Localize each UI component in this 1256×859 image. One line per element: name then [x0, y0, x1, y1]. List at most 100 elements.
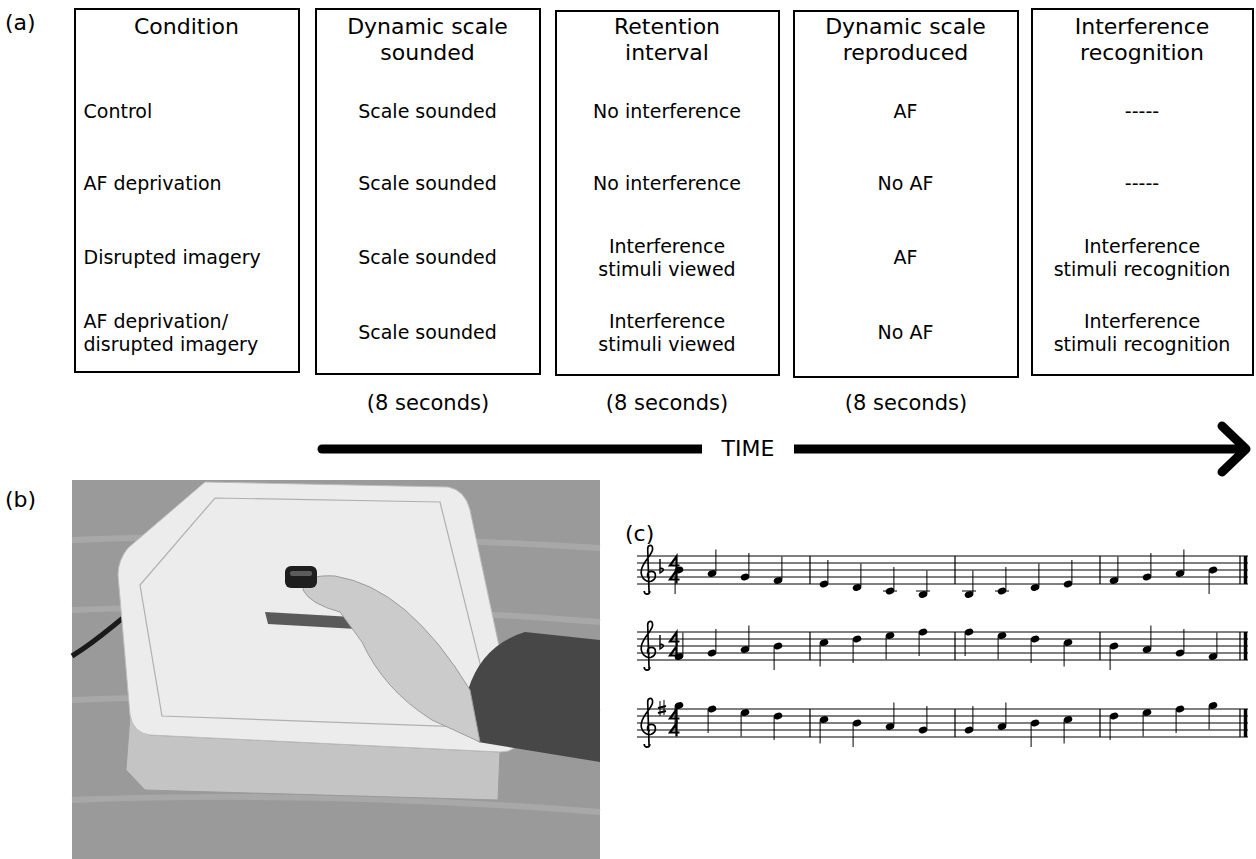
- note-stem: [1038, 564, 1039, 587]
- cell-text: Scale sounded: [358, 100, 497, 123]
- staff-line: [637, 737, 1248, 738]
- final-bar-line: [1239, 632, 1240, 660]
- bar-line: [809, 709, 810, 737]
- column-heading: Interference recognition: [1073, 14, 1212, 67]
- note-stem: [860, 564, 861, 587]
- condition-column-box: ConditionControlAF deprivationDisrupted …: [74, 8, 300, 373]
- note-stem: [1005, 567, 1006, 590]
- column-heading: Condition: [134, 14, 239, 40]
- note-stem: [886, 637, 887, 660]
- note-stem: [682, 633, 683, 656]
- note-stem: [1143, 714, 1144, 737]
- note-stem: [998, 637, 999, 660]
- flat-sign: [660, 635, 664, 649]
- note-stem: [820, 644, 821, 667]
- bar-line: [809, 556, 810, 584]
- bar-line: [1099, 709, 1100, 737]
- sleeve: [468, 632, 600, 762]
- note-stem: [919, 633, 920, 656]
- axis-label: TIME: [702, 436, 795, 462]
- note-stem: [1031, 724, 1032, 747]
- note-stem: [926, 706, 927, 729]
- cell-text: AF: [894, 100, 918, 123]
- note-stem: [965, 633, 966, 656]
- hand: [303, 576, 480, 742]
- note-stem: [1110, 647, 1111, 670]
- note-stem: [748, 626, 749, 649]
- note-stem: [1150, 553, 1151, 576]
- note-stem: [1071, 560, 1072, 583]
- staff-line: [637, 632, 1248, 633]
- note-stem: [1216, 633, 1217, 656]
- note-stem: [1209, 571, 1210, 594]
- note-stem: [1064, 721, 1065, 744]
- final-bar-line: [1244, 556, 1248, 584]
- condition-column-box: Dynamic scale reproducedAFNo AFAFNo AF: [793, 10, 1019, 378]
- cell-text: No AF: [878, 172, 934, 195]
- staff-line: [637, 723, 1248, 724]
- note-stem: [1176, 710, 1177, 733]
- note-stem: [893, 567, 894, 590]
- note-stem: [715, 550, 716, 573]
- flat-sign: [660, 559, 664, 573]
- duration-label: (8 seconds): [845, 391, 967, 416]
- column-heading: Dynamic scale reproduced: [809, 14, 1003, 67]
- bar-line: [809, 632, 810, 660]
- treble-clef: [641, 545, 655, 594]
- note-stem: [1031, 640, 1032, 663]
- note-stem: [748, 553, 749, 576]
- bar-line: [1099, 632, 1100, 660]
- note-stem: [774, 717, 775, 740]
- bar-line: [1099, 556, 1100, 584]
- note-stem: [1005, 703, 1006, 726]
- slider-knob: [285, 566, 317, 588]
- note-stem: [741, 714, 742, 737]
- note-stem: [675, 707, 676, 730]
- final-bar-line: [1239, 556, 1240, 584]
- bar-line: [954, 709, 955, 737]
- panel-letter: (b): [5, 487, 36, 513]
- note-stem: [893, 703, 894, 726]
- cell-text: Interference stimuli recognition: [1052, 235, 1233, 281]
- staff-line: [637, 563, 1248, 564]
- bar-line: [954, 556, 955, 584]
- staff-line: [637, 709, 1248, 710]
- cell-text: -----: [1125, 100, 1159, 123]
- bar-line: [954, 632, 955, 660]
- tablet-cable: [72, 614, 128, 656]
- treble-clef: [641, 621, 655, 670]
- note-stem: [1183, 629, 1184, 652]
- sharp-sign: [658, 706, 666, 713]
- final-bar-line: [1244, 709, 1248, 737]
- final-bar-line: [1239, 709, 1240, 737]
- staff-line: [637, 577, 1248, 578]
- time-arrow-head: [1222, 426, 1246, 472]
- note-stem: [675, 571, 676, 594]
- staff-line: [637, 570, 1248, 571]
- staff-line: [637, 639, 1248, 640]
- duration-label: (8 seconds): [606, 391, 728, 416]
- staff-line: [637, 660, 1248, 661]
- cell-text: -----: [1125, 172, 1159, 195]
- table-surface: [72, 480, 600, 859]
- note-stem: [1183, 550, 1184, 573]
- note-stem: [926, 571, 927, 594]
- cell-text: Disrupted imagery: [84, 246, 261, 269]
- cell-text: Interference stimuli recognition: [1052, 310, 1233, 356]
- cell-text: Scale sounded: [358, 246, 497, 269]
- note-stem: [820, 721, 821, 744]
- slider-knob-highlight: [290, 571, 312, 576]
- note-stem: [781, 557, 782, 580]
- duration-label: (8 seconds): [367, 391, 489, 416]
- staff-line: [637, 653, 1248, 654]
- note-stem: [853, 640, 854, 663]
- note-stem: [708, 710, 709, 733]
- time-signature: [670, 633, 680, 646]
- note-stem: [827, 560, 828, 583]
- note-stem: [715, 629, 716, 652]
- staff-line: [637, 646, 1248, 647]
- cell-text: AF: [894, 246, 918, 269]
- note-stem: [1209, 707, 1210, 730]
- column-heading: Dynamic scale sounded: [347, 14, 509, 67]
